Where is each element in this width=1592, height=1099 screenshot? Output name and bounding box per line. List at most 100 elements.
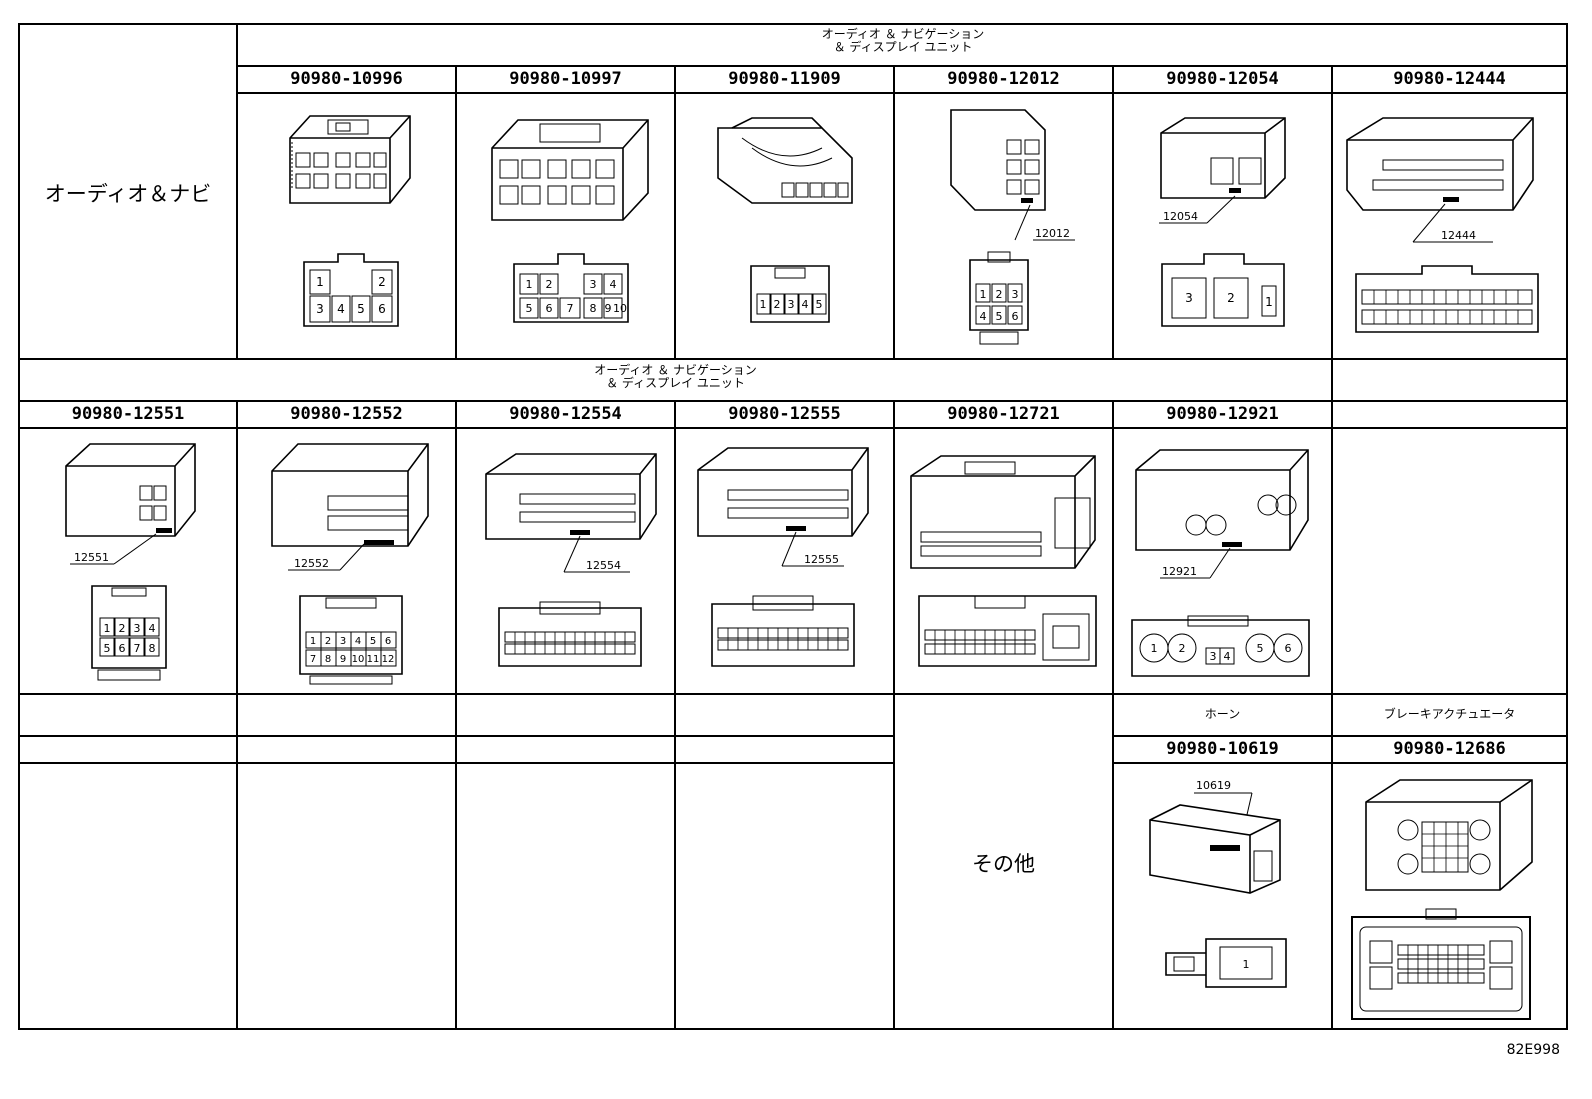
svg-text:5: 5 <box>996 310 1003 323</box>
connector-11909-drawing <box>712 108 862 223</box>
svg-text:6: 6 <box>1285 642 1292 655</box>
r2-group-header: オーディオ ＆ ナビゲーション ＆ ディスプレイ ユニット <box>20 364 1331 390</box>
callout-12554: 12554 <box>586 559 621 572</box>
svg-text:7: 7 <box>567 302 574 315</box>
svg-text:8: 8 <box>149 642 156 655</box>
svg-text:5: 5 <box>104 642 111 655</box>
svg-text:6: 6 <box>385 636 391 647</box>
rule-r2-img <box>18 427 1568 429</box>
rule-r3-top <box>18 693 1568 695</box>
r1-group-header-line2: ＆ ディスプレイ ユニット <box>833 40 973 54</box>
svg-text:1: 1 <box>310 636 316 647</box>
rule-r3-part-right <box>1112 735 1568 737</box>
part-number: 90980-12554 <box>509 404 622 424</box>
svg-text:2: 2 <box>378 275 386 289</box>
svg-text:4: 4 <box>149 622 156 635</box>
row-label-audio-nav: オーディオ＆ナビ <box>44 182 212 206</box>
col-r1-c <box>674 65 676 359</box>
connector-12012-drawing: 12012 <box>945 100 1085 245</box>
r2-group-header-line1: オーディオ ＆ ナビゲーション <box>594 363 757 377</box>
connector-12686-drawing <box>1360 772 1540 897</box>
rule-r3-img-right <box>1112 762 1568 764</box>
part-number: 90980-12921 <box>1166 404 1279 424</box>
col-r3-d <box>893 693 895 1030</box>
svg-text:3: 3 <box>340 636 346 647</box>
connector-12552-drawing: 12552 <box>268 436 438 576</box>
r1-group-header: オーディオ ＆ ナビゲーション ＆ ディスプレイ ユニット <box>238 28 1568 54</box>
connector-12686-face <box>1346 905 1536 1025</box>
part-number: 90980-10996 <box>290 69 403 89</box>
frame-bottom <box>18 1028 1568 1030</box>
frame-right <box>1566 23 1568 1030</box>
r2-group-header-line2: ＆ ディスプレイ ユニット <box>606 376 745 390</box>
part-number: 90980-10997 <box>509 69 622 89</box>
svg-text:1: 1 <box>980 288 987 301</box>
horn-header: ホーン <box>1204 707 1241 721</box>
svg-text:2: 2 <box>325 636 331 647</box>
col-r3-e <box>1112 693 1114 1030</box>
col-r1-a <box>236 23 238 359</box>
svg-text:6: 6 <box>378 302 386 316</box>
part-number: 90980-12686 <box>1393 739 1506 759</box>
svg-text:1: 1 <box>526 278 533 291</box>
svg-text:2: 2 <box>119 622 126 635</box>
col-r3-a <box>236 693 238 1030</box>
brake-actuator-header: ブレーキアクチュエータ <box>1383 707 1516 721</box>
callout-12921: 12921 <box>1162 565 1197 578</box>
svg-text:4: 4 <box>355 636 361 647</box>
callout-12555: 12555 <box>804 553 839 566</box>
connector-12554-drawing: 12554 <box>480 444 665 579</box>
svg-text:5: 5 <box>526 302 533 315</box>
svg-text:8: 8 <box>325 654 331 665</box>
svg-text:3: 3 <box>1210 650 1217 663</box>
svg-text:1: 1 <box>104 622 111 635</box>
col-r2-f <box>1112 400 1114 694</box>
svg-text:4: 4 <box>980 310 987 323</box>
svg-text:3: 3 <box>134 622 141 635</box>
frame-top <box>18 23 1568 25</box>
svg-text:7: 7 <box>310 654 316 665</box>
svg-text:6: 6 <box>119 642 126 655</box>
svg-text:9: 9 <box>605 302 612 315</box>
other-label: その他 <box>972 852 1035 876</box>
svg-text:2: 2 <box>1179 642 1186 655</box>
col-r3-f <box>1331 693 1333 1030</box>
callout-12054: 12054 <box>1163 210 1198 223</box>
svg-text:1: 1 <box>760 298 767 311</box>
svg-text:3: 3 <box>1012 288 1019 301</box>
col-r2-c <box>455 400 457 694</box>
part-number: 90980-12551 <box>71 404 185 424</box>
part-number: 90980-12552 <box>290 404 403 424</box>
rule-r2-top <box>18 358 1568 360</box>
rule-r1-part <box>236 65 1568 67</box>
part-number: 90980-12721 <box>947 404 1060 424</box>
connector-12554-face <box>495 598 645 673</box>
part-number: 90980-12555 <box>728 404 841 424</box>
svg-text:12: 12 <box>382 654 395 665</box>
svg-text:2: 2 <box>546 278 553 291</box>
svg-text:8: 8 <box>590 302 597 315</box>
svg-text:4: 4 <box>610 278 617 291</box>
col-r2-d <box>674 400 676 694</box>
svg-text:4: 4 <box>802 298 809 311</box>
callout-12551: 12551 <box>74 551 109 564</box>
svg-text:5: 5 <box>370 636 376 647</box>
col-r2-a <box>1331 358 1333 694</box>
svg-text:10: 10 <box>613 302 627 315</box>
callout-12012: 12012 <box>1035 227 1070 240</box>
r1-group-header-line1: オーディオ ＆ ナビゲーション <box>821 27 985 41</box>
svg-text:5: 5 <box>357 302 365 316</box>
col-r3-c <box>674 693 676 1030</box>
svg-text:2: 2 <box>774 298 781 311</box>
col-r1-f <box>1331 65 1333 359</box>
col-r3-b <box>455 693 457 1030</box>
svg-text:1: 1 <box>1243 958 1250 971</box>
connector-12555-drawing: 12555 <box>692 438 877 573</box>
callout-10619: 10619 <box>1196 779 1231 792</box>
svg-text:6: 6 <box>1012 310 1019 323</box>
svg-text:6: 6 <box>546 302 553 315</box>
svg-text:7: 7 <box>134 642 141 655</box>
